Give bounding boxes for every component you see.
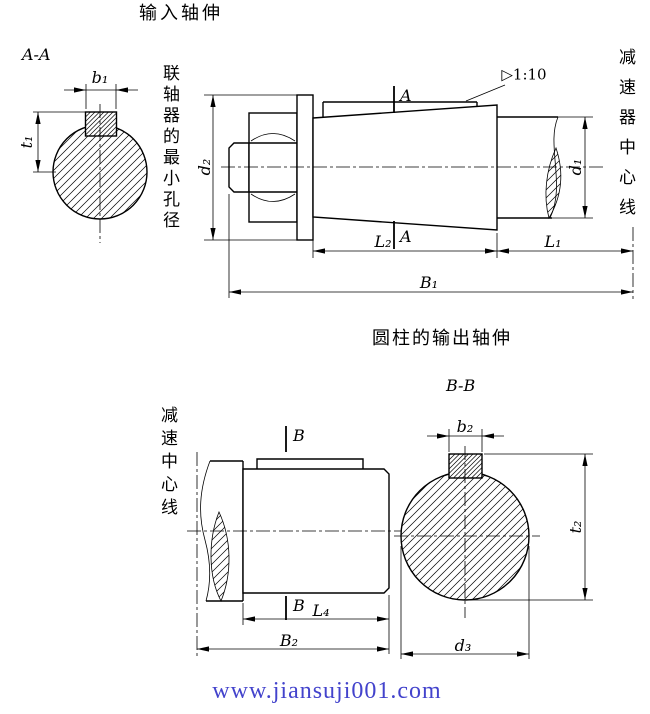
taper-leader-line [465,84,506,102]
section-cut-letter-b-top: B [293,426,305,445]
bb-keyway-section [448,453,483,479]
dim-label-L4: L₄ [312,601,330,620]
input-shaft-view [204,84,634,299]
coupling-bore-note: 联轴器的最小孔径 [159,64,179,232]
dim-label-b1: b₁ [91,68,109,87]
section-cut-letter-a-bottom: A [400,227,412,246]
watermark-url[interactable]: www.jiansuji001.com [212,678,442,704]
output-break-line [200,460,211,602]
dim-label-b2: b₂ [456,417,474,436]
dim-label-d1: d₁ [566,158,585,176]
reducer-centerline-note-top: 减速器中心线 [615,48,635,228]
bolt-end [228,142,250,193]
bb-section-view [394,429,593,659]
section-cut-letter-b-bottom: B [293,596,305,615]
tapered-shaft [312,104,498,231]
dim-label-L1: L₁ [544,232,562,251]
section-cut-letter-a-top: A [400,86,412,105]
dim-label-d3: d₃ [454,636,472,655]
dim-label-d2: d₂ [195,158,214,176]
dim-label-t1: t₁ [17,135,36,149]
taper-ratio-label: ▷1:10 [501,65,547,84]
output-shaft-title: 圆柱的输出轴伸 [372,328,512,349]
dim-label-t2: t₂ [566,520,585,534]
aa-section-view [33,84,148,243]
output-key [256,458,364,469]
reducer-centerline-note-bottom: 减速中心线 [157,406,177,521]
output-shaft-view [187,426,401,657]
dim-label-B2: B₂ [279,631,299,650]
section-bb-label: B-B [446,376,476,395]
hex-nut [248,112,298,223]
output-break-hatch [210,510,230,602]
section-aa-label: A-A [22,45,51,64]
aa-keyway-section [84,111,118,137]
dim-label-L2: L₂ [374,232,392,251]
input-shaft-title: 输入轴伸 [139,3,223,24]
dim-label-B1: B₁ [419,273,439,292]
shaft-break-hatch [545,146,562,220]
washer-plate [296,94,314,241]
